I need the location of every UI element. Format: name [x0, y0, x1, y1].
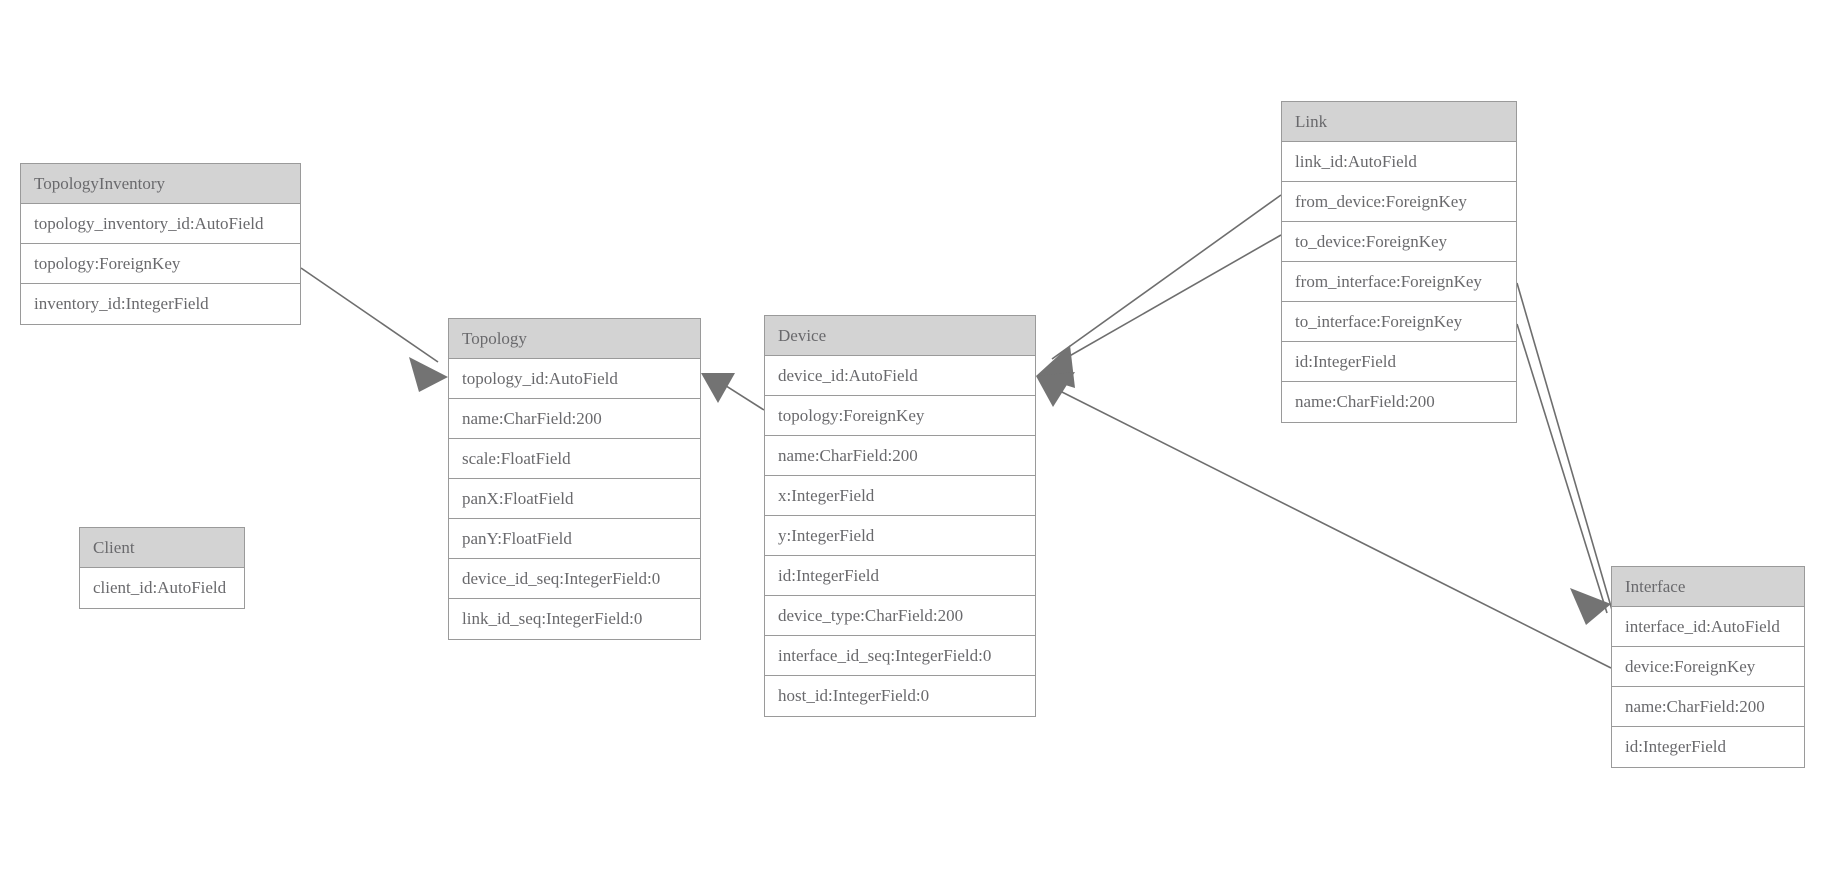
- entity-device[interactable]: Device device_id:AutoField topology:Fore…: [764, 315, 1036, 717]
- arrowhead-topology-left: [409, 357, 448, 392]
- entity-title: TopologyInventory: [21, 164, 300, 204]
- arrowhead-interface-left: [1570, 588, 1611, 625]
- arrowhead-topology-right: [701, 373, 735, 403]
- entity-field: from_interface:ForeignKey: [1282, 262, 1516, 302]
- entity-field: panX:FloatField: [449, 479, 700, 519]
- entity-field: name:CharField:200: [1612, 687, 1804, 727]
- entity-field: topology_inventory_id:AutoField: [21, 204, 300, 244]
- entity-field: name:CharField:200: [1282, 382, 1516, 422]
- entity-field: topology:ForeignKey: [765, 396, 1035, 436]
- entity-field: to_interface:ForeignKey: [1282, 302, 1516, 342]
- arrowhead-device-right-upper: [1036, 345, 1075, 388]
- entity-field: device_type:CharField:200: [765, 596, 1035, 636]
- entity-title: Client: [80, 528, 244, 568]
- entity-field: client_id:AutoField: [80, 568, 244, 608]
- entity-field: inventory_id:IntegerField: [21, 284, 300, 324]
- entity-field: from_device:ForeignKey: [1282, 182, 1516, 222]
- entity-field: device_id_seq:IntegerField:0: [449, 559, 700, 599]
- entity-field: to_device:ForeignKey: [1282, 222, 1516, 262]
- entity-field: y:IntegerField: [765, 516, 1035, 556]
- entity-field: name:CharField:200: [449, 399, 700, 439]
- entity-field: scale:FloatField: [449, 439, 700, 479]
- entity-field: id:IntegerField: [1612, 727, 1804, 767]
- entity-title: Link: [1282, 102, 1516, 142]
- entity-field: id:IntegerField: [1282, 342, 1516, 382]
- entity-topologyinventory[interactable]: TopologyInventory topology_inventory_id:…: [20, 163, 301, 325]
- entity-field: panY:FloatField: [449, 519, 700, 559]
- entity-field: host_id:IntegerField:0: [765, 676, 1035, 716]
- edge-interface-device: [1051, 386, 1612, 669]
- entity-field: name:CharField:200: [765, 436, 1035, 476]
- entity-topology[interactable]: Topology topology_id:AutoField name:Char…: [448, 318, 701, 640]
- entity-field: device:ForeignKey: [1612, 647, 1804, 687]
- entity-interface[interactable]: Interface interface_id:AutoField device:…: [1611, 566, 1805, 768]
- edge-link-to-interface: [1516, 323, 1608, 614]
- entity-link[interactable]: Link link_id:AutoField from_device:Forei…: [1281, 101, 1517, 423]
- entity-title: Device: [765, 316, 1035, 356]
- edge-link-from-device: [1051, 194, 1282, 360]
- edge-device-topology: [711, 376, 765, 411]
- entity-client[interactable]: Client client_id:AutoField: [79, 527, 245, 609]
- entity-field: topology_id:AutoField: [449, 359, 700, 399]
- entity-field: id:IntegerField: [765, 556, 1035, 596]
- entity-title: Topology: [449, 319, 700, 359]
- entity-field: topology:ForeignKey: [21, 244, 300, 284]
- edge-link-from-interface: [1516, 282, 1613, 611]
- entity-field: interface_id_seq:IntegerField:0: [765, 636, 1035, 676]
- entity-field: link_id_seq:IntegerField:0: [449, 599, 700, 639]
- edge-link-to-device: [1051, 234, 1282, 367]
- entity-field: device_id:AutoField: [765, 356, 1035, 396]
- entity-field: interface_id:AutoField: [1612, 607, 1804, 647]
- arrowhead-device-right-lower: [1036, 372, 1075, 407]
- entity-field: link_id:AutoField: [1282, 142, 1516, 182]
- entity-title: Interface: [1612, 567, 1804, 607]
- edge-topologyinventory-topology: [300, 267, 439, 363]
- entity-field: x:IntegerField: [765, 476, 1035, 516]
